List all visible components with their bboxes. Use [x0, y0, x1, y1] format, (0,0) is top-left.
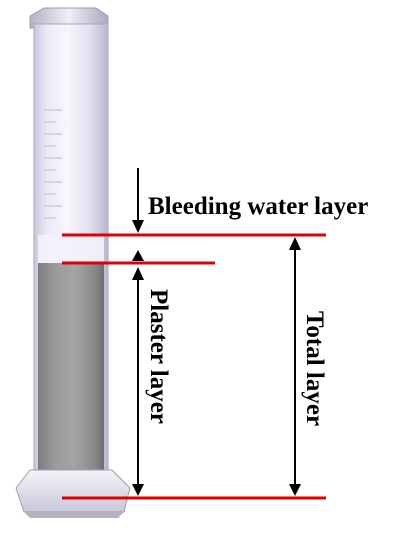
- arrows: [132, 168, 301, 496]
- bleeding-water-label: Bleeding water layer: [148, 193, 368, 220]
- cylinder-base-shadow: [24, 512, 124, 518]
- bleeding-arrow-up: [132, 250, 144, 261]
- bleeding-water-fill: [38, 235, 104, 263]
- plaster-arrow: [132, 267, 144, 496]
- cylinder-base: [15, 469, 131, 513]
- bleeding-arrow: [132, 168, 144, 233]
- plaster-fill: [38, 263, 104, 483]
- cylinder-rim: [29, 7, 109, 29]
- total-layer-label: Total layer: [301, 311, 328, 426]
- plaster-layer-label: Plaster layer: [145, 289, 172, 424]
- marker-lines: [62, 233, 326, 500]
- total-arrow: [289, 237, 301, 496]
- graduated-cylinder: [15, 7, 131, 518]
- graduation-marks: [44, 109, 62, 219]
